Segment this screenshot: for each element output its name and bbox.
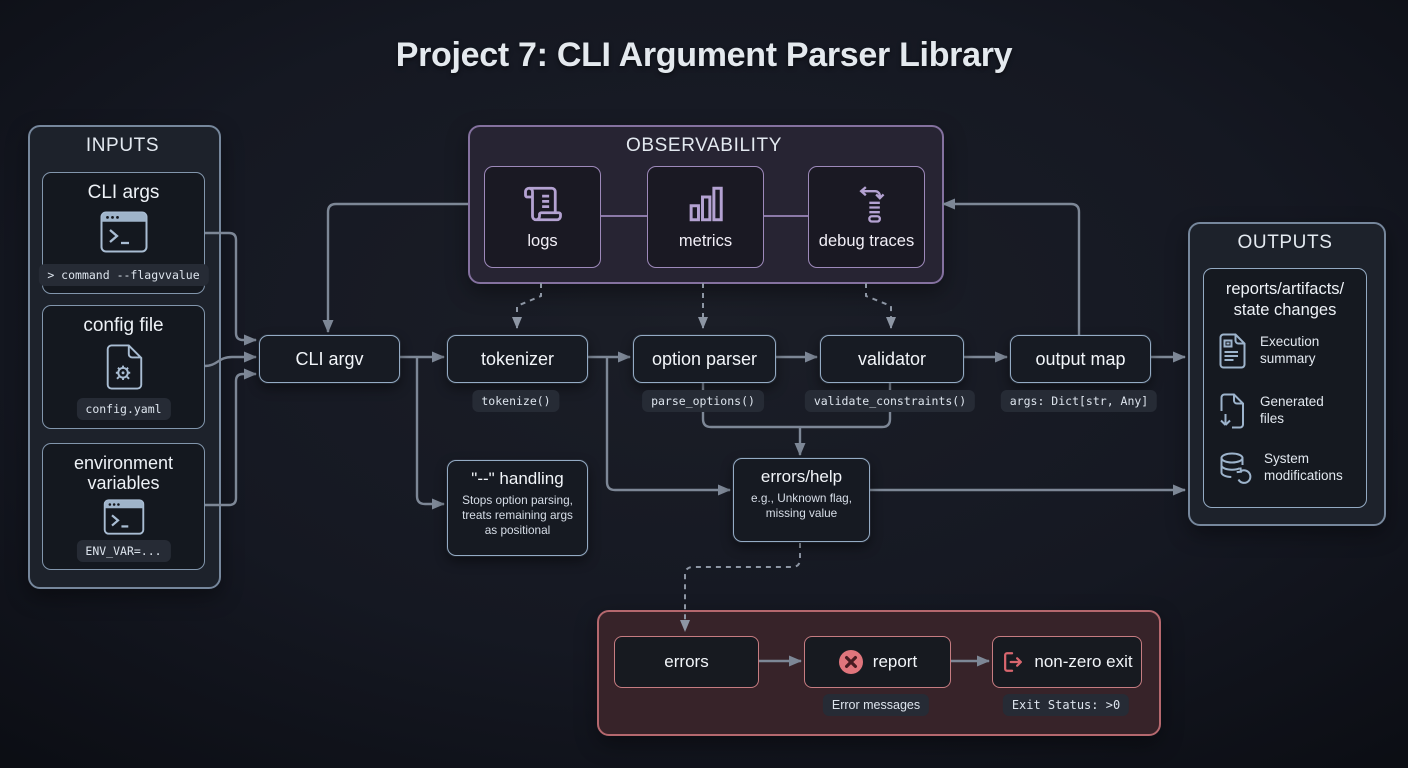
observability-panel-content: OBSERVABILITY logs metrics (468, 125, 940, 280)
output-item-label: System modifications (1264, 451, 1343, 483)
input-card-label: config file (83, 315, 164, 336)
note-title: "--" handling (471, 469, 564, 488)
input-card-config-file: config file config.yaml (42, 305, 205, 429)
node-label: tokenizer (480, 348, 555, 369)
scroll-icon (522, 183, 564, 225)
x-circle-icon (838, 649, 864, 675)
cli-args-code-pill: > command --flagvvalue (38, 264, 209, 286)
note-title: errors/help (760, 467, 843, 486)
terminal-icon (43, 499, 204, 535)
node-cli-argv: CLI argv (259, 335, 400, 383)
error-flow-content: errors report non-zero exit Error messag… (597, 610, 1157, 732)
node-option-parser: option parser (633, 335, 776, 383)
input-card-cli-args: CLI args > command --flagvvalue (38, 172, 209, 294)
observability-card-label: debug traces (818, 232, 915, 250)
report-doc-icon (1218, 333, 1248, 369)
node-label: report (872, 652, 918, 671)
observability-connector (599, 215, 647, 217)
observability-connector (762, 215, 808, 217)
bar-chart-icon (685, 183, 727, 225)
terminal-icon (43, 211, 204, 253)
node-errors: errors (614, 636, 759, 688)
observability-card-metrics: metrics (647, 166, 764, 268)
error-messages-pill: Error messages (822, 694, 930, 716)
node-label: validator (857, 348, 927, 369)
note-body: Stops option parsing, treats remaining a… (462, 493, 573, 538)
output-item-execution-summary: Execution summary (1218, 333, 1319, 369)
exit-status-pill: Exit Status: >0 (1002, 694, 1130, 716)
observability-card-debug-traces: debug traces (808, 166, 925, 268)
outputs-panel-content: OUTPUTS reports/artifacts/ state changes… (1188, 222, 1382, 522)
option-parser-code-pill: parse_options() (642, 390, 764, 412)
observability-card-label: logs (527, 232, 558, 250)
outputs-title: OUTPUTS (1237, 232, 1333, 253)
exit-arrow-icon (1001, 650, 1025, 674)
outputs-report-box: reports/artifacts/ state changes Executi… (1203, 268, 1367, 508)
output-item-generated-files: Generated files (1218, 393, 1324, 429)
observability-title: OBSERVABILITY (626, 135, 782, 156)
validator-code-pill: validate_constraints() (804, 390, 976, 412)
page-title: Project 7: CLI Argument Parser Library (395, 36, 1013, 74)
tokenizer-code-pill: tokenize() (472, 390, 560, 412)
config-file-code-pill: config.yaml (76, 398, 171, 420)
node-dashdash-handling: "--" handling Stops option parsing, trea… (447, 460, 588, 556)
inputs-panel-content: INPUTS CLI args > command --flagvvalue c… (28, 125, 217, 585)
node-errors-help: errors/help e.g., Unknown flag, missing … (733, 458, 870, 542)
input-card-label: environment variables (73, 453, 174, 494)
output-item-system-modifications: System modifications (1218, 451, 1343, 485)
input-card-env-vars: environment variables ENV_VAR=... (42, 443, 205, 570)
node-label: non-zero exit (1034, 652, 1133, 671)
node-label: option parser (651, 348, 758, 369)
inputs-title: INPUTS (85, 135, 160, 156)
node-validator: validator (820, 335, 964, 383)
observability-card-label: metrics (678, 232, 733, 250)
observability-card-logs: logs (484, 166, 601, 268)
env-vars-code-pill: ENV_VAR=... (76, 540, 171, 562)
trace-icon (846, 183, 888, 225)
database-sync-icon (1218, 451, 1252, 485)
node-output-map: output map (1010, 335, 1151, 383)
node-label: errors (664, 652, 709, 671)
outputs-box-title: reports/artifacts/ state changes (1225, 280, 1345, 319)
node-tokenizer: tokenizer (447, 335, 588, 383)
file-download-icon (1218, 393, 1248, 429)
output-item-label: Generated files (1260, 394, 1324, 426)
node-label: CLI argv (295, 348, 364, 369)
node-label: output map (1035, 348, 1126, 369)
input-card-label: CLI args (87, 182, 160, 203)
node-non-zero-exit: non-zero exit (992, 636, 1142, 688)
output-item-label: Execution summary (1260, 334, 1320, 366)
node-report: report (804, 636, 951, 688)
gear-file-icon (43, 344, 204, 390)
output-map-code-pill: args: Dict[str, Any] (1000, 390, 1158, 412)
note-body: e.g., Unknown flag, missing value (751, 491, 852, 521)
